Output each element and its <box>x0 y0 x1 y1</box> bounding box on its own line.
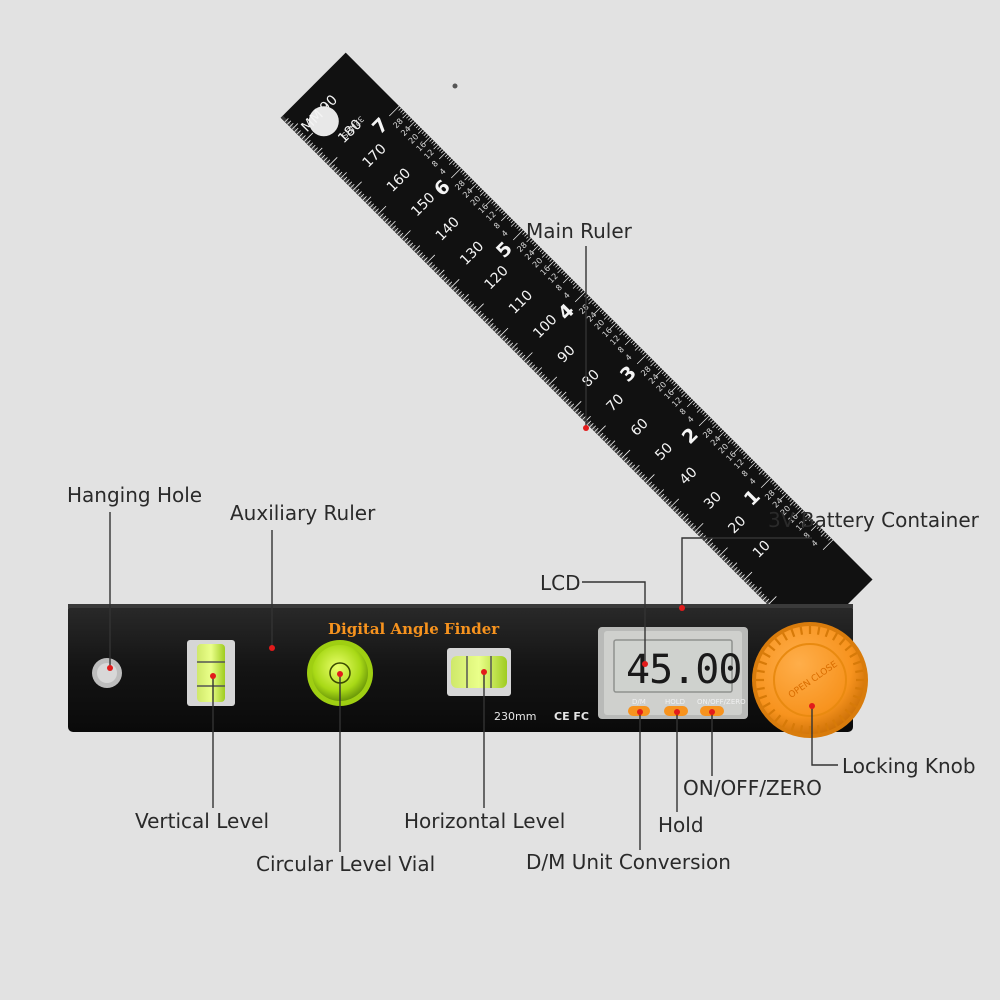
fraction-tick-label: 8 <box>492 221 502 231</box>
callout-lcd: LCD <box>540 571 581 595</box>
horizontal-level-vial <box>447 648 511 696</box>
callout-main-ruler: Main Ruler <box>526 219 633 243</box>
length-spec: 230mm <box>494 710 536 723</box>
inch-scale-ticks <box>389 105 834 551</box>
fraction-tick-label: 4 <box>562 291 572 301</box>
certification-marks: CE FC <box>554 710 589 723</box>
fraction-tick-label: 4 <box>810 538 820 548</box>
callout-on-off-zero: ON/OFF/ZERO <box>683 776 822 800</box>
base-body: Digital Angle Finder 230mm CE FC 45.00 D… <box>68 604 853 732</box>
fraction-tick-label: 8 <box>802 531 812 541</box>
hold-button-label: HOLD <box>665 698 685 706</box>
main-ruler: 1020304050607080901001101201301401501601… <box>280 52 873 645</box>
callout-hanging-hole: Hanging Hole <box>67 483 202 507</box>
ruler-hole <box>308 106 339 137</box>
mm-scale-ticks <box>284 118 777 606</box>
brand-text: Digital Angle Finder <box>328 620 500 638</box>
callout-battery-container: 3V Battery Container <box>768 508 980 532</box>
on-off-zero-button-label: ON/OFF/ZERO <box>697 698 746 706</box>
lcd-reading: 45.00 <box>626 647 741 693</box>
fraction-tick-label: 8 <box>678 407 688 417</box>
fraction-tick-label: 4 <box>438 167 448 177</box>
vertical-level-vial <box>187 640 235 706</box>
lcd-panel: 45.00 <box>598 627 748 719</box>
callout-horizontal-level: Horizontal Level <box>404 809 565 833</box>
lcd-screen <box>613 639 733 693</box>
fraction-tick-label: 8 <box>554 283 564 293</box>
fraction-tick-label: 8 <box>740 469 750 479</box>
locking-knob[interactable]: OPEN CLOSE <box>752 622 868 738</box>
fraction-tick-label: 4 <box>686 414 696 424</box>
callout-auxiliary-ruler: Auxiliary Ruler <box>230 501 376 525</box>
fraction-tick-label: 4 <box>624 353 634 363</box>
callout-circular-level-vial: Circular Level Vial <box>256 852 435 876</box>
fraction-tick-label: 8 <box>430 159 440 169</box>
callout-dm-conversion: D/M Unit Conversion <box>526 850 731 874</box>
main-ruler-blade <box>280 52 873 645</box>
fraction-tick-label: 4 <box>748 476 758 486</box>
callout-hold: Hold <box>658 813 704 837</box>
fraction-tick-label: 4 <box>500 229 510 239</box>
callout-vertical-level: Vertical Level <box>135 809 269 833</box>
fraction-tick-label: 8 <box>616 345 626 355</box>
dm-button-label: D/M <box>632 698 646 706</box>
callout-locking-knob: Locking Knob <box>842 754 976 778</box>
